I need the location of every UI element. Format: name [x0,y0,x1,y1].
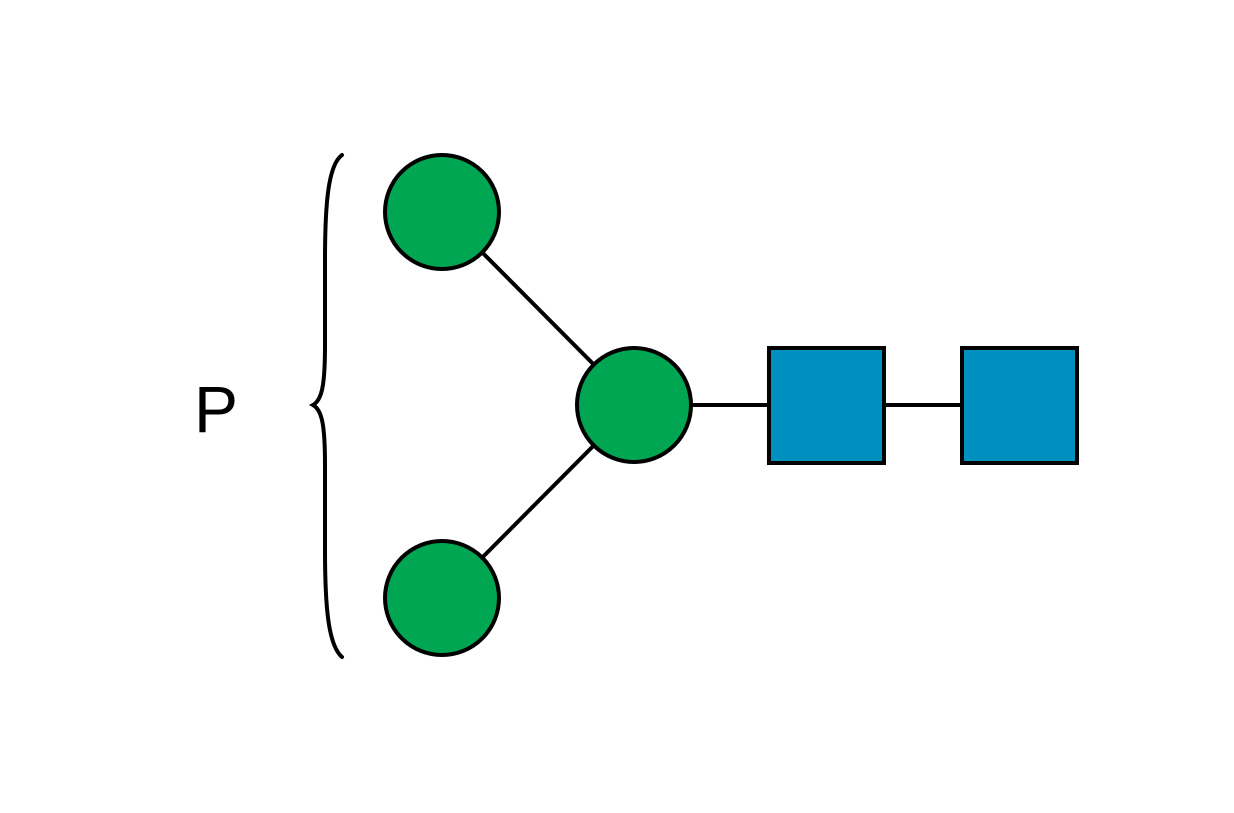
edges [440,210,1019,600]
node-square-1 [767,346,886,465]
node-circle-top [383,153,501,271]
curly-brace [308,153,344,659]
node-circle-center [575,346,693,464]
nodes [383,153,1079,657]
annotation-label: P [194,372,238,446]
node-square-2 [960,346,1079,465]
node-circle-bottom [383,539,501,657]
